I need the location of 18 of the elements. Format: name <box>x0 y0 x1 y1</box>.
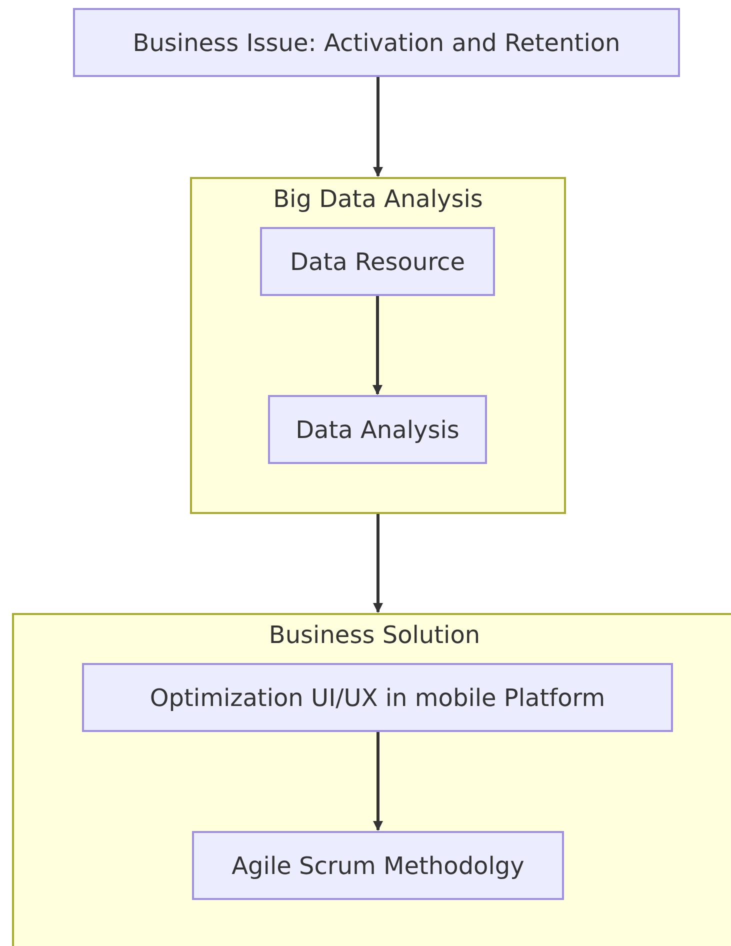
process-box <box>73 8 680 77</box>
process-box <box>268 395 487 464</box>
arrow <box>373 514 383 613</box>
process-box <box>82 663 673 732</box>
arrow <box>372 296 382 395</box>
arrow <box>373 732 383 831</box>
group-box <box>12 613 731 946</box>
group-box <box>190 177 566 514</box>
box-label: Data Analysis <box>296 414 460 446</box>
group-title: Big Data Analysis <box>272 184 484 215</box>
box-label: Business Issue: Activation and Retention <box>132 28 620 58</box>
arrow <box>373 77 383 177</box>
group-title: Business Solution <box>268 620 482 651</box>
process-box <box>260 227 495 296</box>
box-label: Optimization UI/UX in mobile Platform <box>150 682 606 714</box>
process-box <box>192 831 564 900</box>
box-label: Data Resource <box>290 246 465 278</box>
box-label: Agile Scrum Methodolgy <box>232 850 524 882</box>
